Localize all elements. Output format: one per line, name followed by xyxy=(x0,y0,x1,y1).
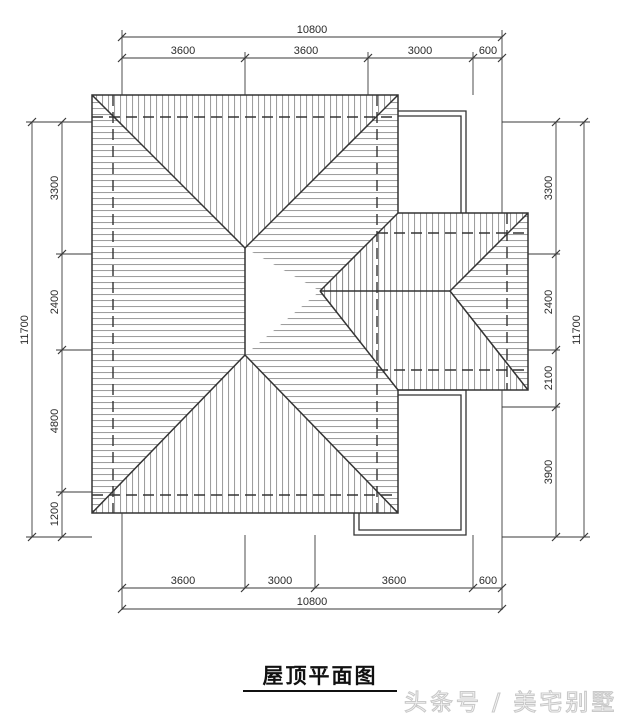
wing-hip-upper xyxy=(449,212,529,292)
dim-bottom-seg-3: 3600 xyxy=(382,575,406,587)
wing-face-right-end xyxy=(450,213,528,390)
hip-line-bottom-right xyxy=(244,354,399,514)
roof-face-right-lower xyxy=(245,291,398,513)
valley-line-upper xyxy=(319,212,399,292)
dim-right-seg-1: 3300 xyxy=(543,176,555,200)
dim-top-overall-text: 10800 xyxy=(297,24,328,36)
terrace-lower-outer xyxy=(353,389,467,536)
dim-right-seg-4: 3900 xyxy=(543,460,555,484)
drawing-title: 屋顶平面图 xyxy=(263,664,378,688)
dim-top-seg-1: 3600 xyxy=(171,45,195,57)
terrace-lower-inner xyxy=(358,394,462,531)
dim-top-seg-4: 600 xyxy=(479,45,497,57)
roof-face-bottom xyxy=(92,355,398,513)
dim-top-ticks xyxy=(117,32,507,63)
dim-top-seg-3: 3000 xyxy=(408,45,432,57)
dim-right-ticks xyxy=(551,117,589,542)
hidden-wall-lines xyxy=(92,95,528,513)
dim-left-seg-3: 4800 xyxy=(49,409,61,433)
dim-left-ticks xyxy=(27,117,67,542)
dimension-lines xyxy=(26,30,590,614)
roof-face-top xyxy=(92,95,398,248)
terrace-upper-inner xyxy=(398,115,462,213)
dimension-text: 10800 3600 3600 3000 600 3600 3000 3600 … xyxy=(19,24,583,608)
roof-linework xyxy=(91,94,529,514)
dim-bottom-seg-2: 3000 xyxy=(268,575,292,587)
wing-face-bottom xyxy=(320,291,528,390)
dim-top-seg-2: 3600 xyxy=(294,45,318,57)
roof-face-right-upper xyxy=(245,95,398,291)
dim-left-seg-2: 2400 xyxy=(49,290,61,314)
wing-face-top xyxy=(320,213,528,291)
watermark-text: 头条号 / 美宅别墅 xyxy=(404,690,617,716)
dim-right-seg-3: 2100 xyxy=(543,366,555,390)
wing-hip-lower xyxy=(449,290,529,391)
dim-right-extensions xyxy=(502,121,590,538)
hip-line-bottom-left xyxy=(91,354,246,514)
roof-face-left xyxy=(92,95,245,513)
dim-bottom-ticks xyxy=(117,583,507,614)
hip-line-top-left xyxy=(91,94,246,249)
dim-left-overall-text: 11700 xyxy=(19,315,31,345)
dim-bottom-overall-text: 10800 xyxy=(297,596,328,608)
terrace-upper-outer xyxy=(398,110,467,213)
dim-bottom-seg-4: 600 xyxy=(479,575,497,587)
dim-top-extensions xyxy=(121,30,503,213)
dim-right-overall-text: 11700 xyxy=(571,315,583,345)
dim-left-seg-1: 3300 xyxy=(49,176,61,200)
roof-hatching xyxy=(92,95,528,513)
valley-line-lower xyxy=(319,290,399,391)
dim-bottom-extensions xyxy=(121,390,503,610)
dim-bottom-seg-1: 3600 xyxy=(171,575,195,587)
hip-line-top-right xyxy=(244,94,399,249)
terrace-outlines xyxy=(353,110,467,536)
dim-left-seg-4: 1200 xyxy=(49,502,61,526)
drawing-title-group: 屋顶平面图 xyxy=(243,664,397,692)
dim-right-seg-2: 2400 xyxy=(543,290,555,314)
